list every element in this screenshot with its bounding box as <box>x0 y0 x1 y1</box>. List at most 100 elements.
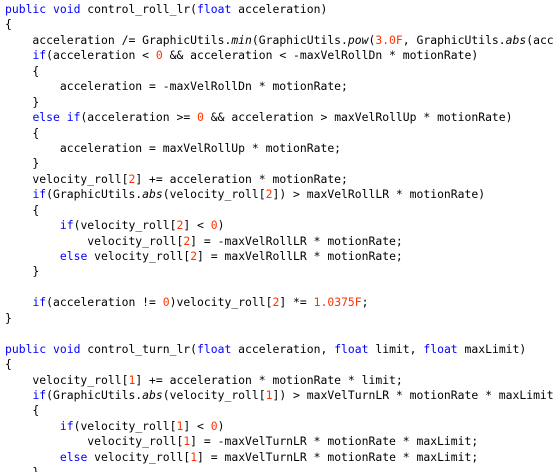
code-text: (GraphicUtils. <box>251 32 348 47</box>
code-editor[interactable]: public void control_roll_lr(float accele… <box>5 2 554 472</box>
code-text: && acceleration > maxVelRollUp * motionR… <box>203 110 513 125</box>
code-text: velocity_roll[ <box>5 434 184 449</box>
code-line: if(GraphicUtils.abs(velocity_roll[1]) > … <box>5 388 554 403</box>
code-text: ) <box>217 418 225 433</box>
code-line: velocity_roll[2] = -maxVelRollLR * motio… <box>5 234 554 249</box>
code-line: { <box>5 64 554 79</box>
code-text: (velocity_roll[ <box>73 418 177 433</box>
code-keyword: if <box>32 187 47 202</box>
code-text <box>5 249 60 263</box>
code-text: (velocity_roll[ <box>162 387 266 402</box>
code-number: 2 <box>183 233 191 248</box>
code-line: acceleration = -maxVelRollDn * motionRat… <box>5 79 554 94</box>
code-line: { <box>5 403 554 418</box>
code-line: } <box>5 95 554 110</box>
code-text: (velocity_roll[ <box>73 218 177 233</box>
code-text: { <box>5 357 12 372</box>
code-line: if(acceleration != 0)velocity_roll[2] *=… <box>5 295 554 310</box>
code-number: 1 <box>190 449 198 464</box>
code-keyword: float <box>423 341 458 356</box>
code-text: ; <box>361 295 369 310</box>
code-text <box>5 110 32 124</box>
code-text: (velocity_roll[ <box>162 187 266 202</box>
code-line: } <box>5 156 554 171</box>
code-keyword: else <box>59 249 88 263</box>
code-text: velocity_roll[ <box>5 171 129 186</box>
code-text <box>5 419 60 433</box>
code-method: min <box>231 32 252 47</box>
code-text: )velocity_roll[ <box>169 295 273 310</box>
code-text: (acceleration >= <box>80 110 198 125</box>
code-number: 0 <box>197 110 204 125</box>
code-text: ] < <box>183 418 211 433</box>
code-number: 1 <box>183 434 191 449</box>
code-number: 0 <box>210 218 218 233</box>
code-text: , GraphicUtils. <box>402 32 506 47</box>
code-line: { <box>5 17 554 32</box>
code-keyword: if <box>59 218 74 233</box>
code-method: abs <box>142 387 163 402</box>
code-line: else if(acceleration >= 0 && acceleratio… <box>5 110 554 125</box>
code-line: public void control_turn_lr(float accele… <box>5 342 554 357</box>
code-number: 1 <box>176 418 184 433</box>
code-number: 1 <box>128 372 136 387</box>
code-text: ] < <box>183 218 211 233</box>
code-keyword: if <box>32 295 47 310</box>
code-line: if(GraphicUtils.abs(velocity_roll[2]) > … <box>5 187 554 202</box>
code-number: 0 <box>162 295 170 310</box>
code-text: ] = maxVelRollLR * motionRate; <box>197 249 403 263</box>
code-number: 1.0375F <box>313 295 362 310</box>
code-keyword: if <box>32 387 47 402</box>
code-text: ] *= <box>279 295 314 310</box>
code-number: 2 <box>176 218 184 233</box>
code-text: } <box>5 94 40 109</box>
code-keyword: float <box>334 341 369 356</box>
code-text <box>5 218 60 232</box>
code-text: { <box>5 403 40 418</box>
code-text: ] = maxVelTurnLR * motionRate * maxLimit… <box>197 449 479 464</box>
code-line: if(acceleration < 0 && acceleration < -m… <box>5 48 554 63</box>
code-keyword: float <box>197 341 232 356</box>
code-text <box>5 450 60 464</box>
code-keyword: public void <box>5 2 81 16</box>
code-keyword: if <box>32 48 47 63</box>
code-number: 3.0F <box>375 32 403 47</box>
code-keyword: else if <box>32 110 81 125</box>
code-keyword: else <box>59 449 88 464</box>
code-line <box>5 280 554 295</box>
code-keyword: if <box>59 418 74 433</box>
code-number: 2 <box>190 249 198 263</box>
code-text: { <box>5 125 40 140</box>
code-line: velocity_roll[1] += acceleration * motio… <box>5 373 554 388</box>
code-text: ]) > maxVelRollLR * motionRate) <box>272 187 486 202</box>
code-number: 2 <box>272 295 280 310</box>
code-text: { <box>5 63 40 78</box>
code-text: acceleration) <box>231 2 328 16</box>
code-number: 1 <box>265 387 273 402</box>
code-text: ) <box>217 218 225 233</box>
code-line: acceleration /= GraphicUtils.min(Graphic… <box>5 33 554 48</box>
code-line: else velocity_roll[1] = maxVelTurnLR * m… <box>5 450 554 465</box>
code-text: } <box>5 156 40 171</box>
code-method: abs <box>142 187 163 202</box>
code-text: velocity_roll[ <box>5 372 129 387</box>
code-line: if(velocity_roll[1] < 0) <box>5 419 554 434</box>
code-line: public void control_roll_lr(float accele… <box>5 2 554 17</box>
code-text: ] = -maxVelRollLR * motionRate; <box>190 233 403 248</box>
code-text <box>5 187 32 201</box>
code-line: { <box>5 357 554 372</box>
code-number: 2 <box>265 187 273 202</box>
code-text: (accele <box>526 32 554 47</box>
code-text: velocity_roll[ <box>87 249 191 263</box>
code-text <box>5 295 32 309</box>
code-method: abs <box>505 32 527 47</box>
code-line: { <box>5 203 554 218</box>
code-text: control_turn_lr( <box>80 341 198 356</box>
code-text: acceleration /= GraphicUtils. <box>5 32 232 47</box>
code-line: } <box>5 311 554 326</box>
code-text: control_roll_lr( <box>80 2 198 16</box>
code-text: ( <box>368 32 376 47</box>
code-text: } <box>5 264 40 279</box>
code-text: ] += acceleration * motionRate * limit; <box>135 372 403 387</box>
code-line: } <box>5 264 554 279</box>
